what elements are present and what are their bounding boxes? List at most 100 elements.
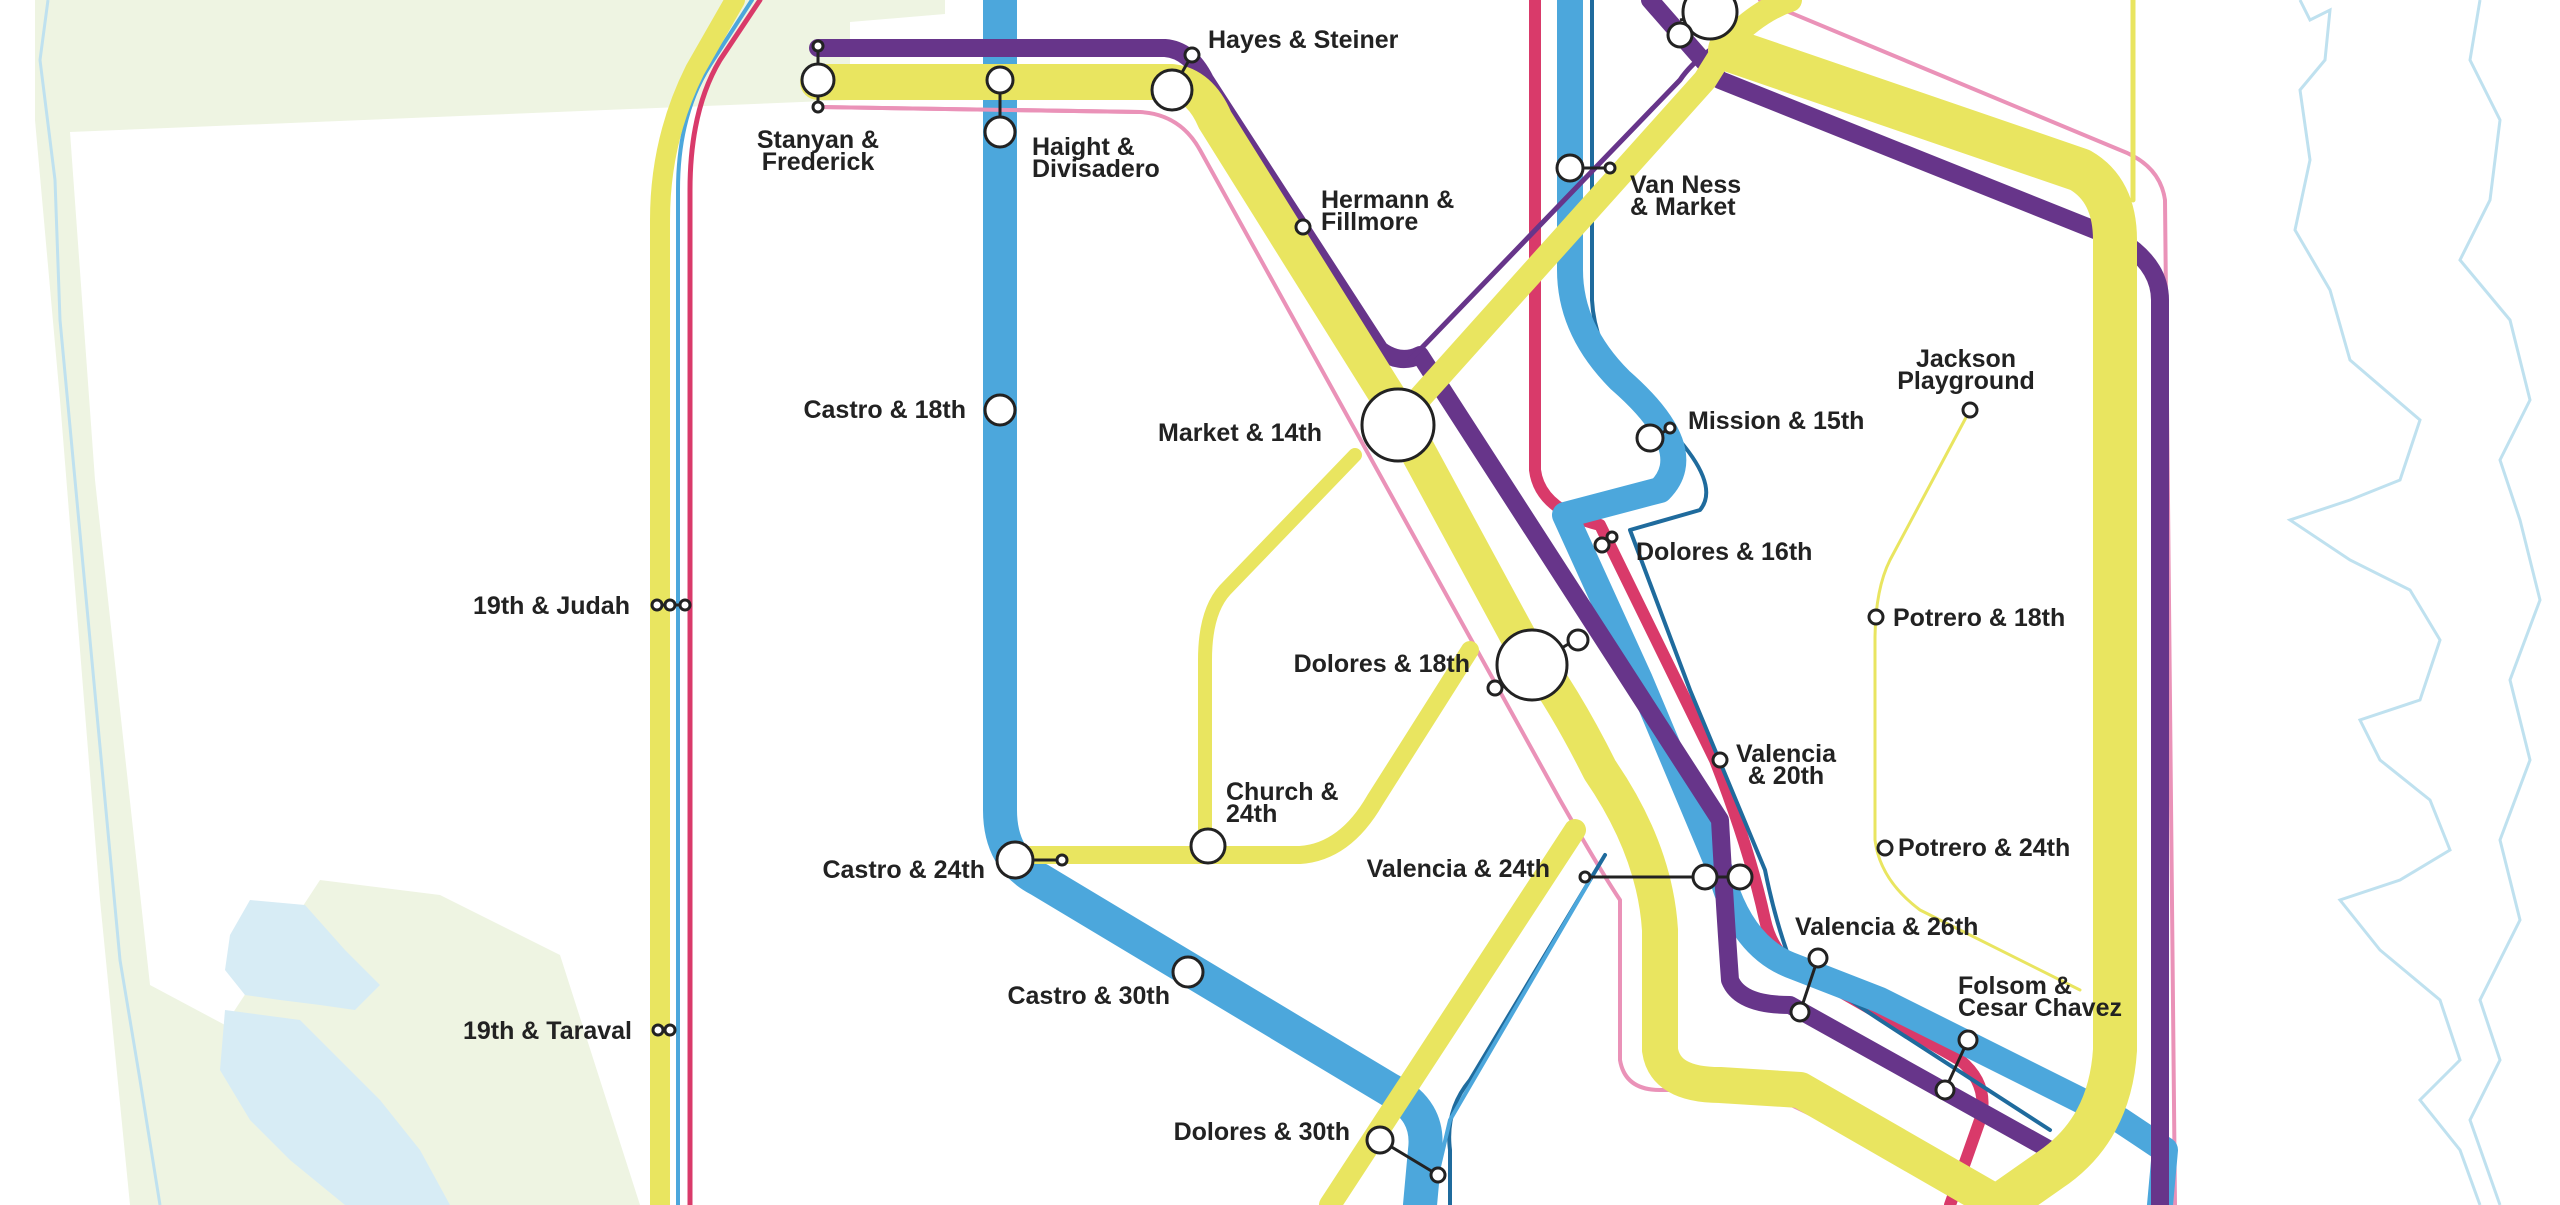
shoreline-east-2 [2458, 0, 2542, 1205]
castro-18th-marker[interactable] [983, 393, 1017, 427]
market-14th-marker[interactable] [1360, 387, 1436, 463]
station-label-castro-30th: Castro & 30th [1007, 982, 1170, 1010]
dolores-18th-marker[interactable] [1495, 628, 1569, 702]
station-label-line: Van Ness [1630, 171, 1741, 199]
station-label-dolores-16th: Dolores & 16th [1636, 538, 1812, 566]
station-label-castro-24th: Castro & 24th [822, 856, 985, 884]
lake [220, 900, 450, 1205]
station-label-line: 19th & Judah [473, 592, 630, 620]
yellow-line-south [1319, 819, 1586, 1205]
station-labels: Hayes & Steiner Stanyan &Frederick Haigh… [463, 26, 2122, 1146]
station-label-line: Valencia [1736, 740, 1837, 768]
transit-lines [650, 0, 2178, 1205]
yellow-line-west [650, 0, 745, 1205]
station-label-haight-divisadero: Haight &Divisadero [1032, 133, 1160, 183]
red-line-west [687, 0, 763, 1205]
station-label-line: Cesar Chavez [1958, 994, 2122, 1022]
yellow-line-potrero [1873, 408, 2082, 992]
station-label-hermann-fillmore: Hermann &Fillmore [1321, 186, 1454, 236]
19th-judah-marker[interactable] [650, 598, 664, 612]
station-label-line: & Market [1630, 193, 1736, 221]
golden-gate-park [35, 0, 945, 1205]
station-label-folsom-cesar-chavez: Folsom &Cesar Chavez [1958, 972, 2122, 1022]
castro-30th-marker[interactable] [1171, 955, 1205, 989]
blue-line-east [1552, 0, 2178, 1205]
station-label-line: Church & [1226, 778, 1339, 806]
station-label-van-ness-market: Van Ness& Market [1630, 171, 1741, 221]
station-label-potrero-18th: Potrero & 18th [1893, 604, 2065, 632]
19th-taraval-marker[interactable] [651, 1023, 665, 1037]
station-label-valencia-24th: Valencia & 24th [1367, 855, 1550, 883]
station-label-line: Frederick [762, 148, 875, 176]
station-label-line: Playground [1897, 367, 2035, 395]
station-label-mission-15th: Mission & 15th [1688, 407, 1864, 435]
station-label-line: Dolores & 16th [1636, 538, 1812, 566]
blue-line [983, 0, 1443, 1205]
stanyan-frederick-marker[interactable] [800, 62, 836, 98]
blue-line-west [676, 0, 754, 1205]
station-label-line: Castro & 18th [803, 396, 966, 424]
haight-divisadero-marker[interactable] [985, 65, 1015, 95]
station-label-line: Hermann & [1321, 186, 1454, 214]
yellow-line-pink-thin [818, 105, 1142, 114]
yellow-line-church [1198, 448, 1362, 857]
station-label-line: Castro & 30th [1007, 982, 1170, 1010]
castro-24th-marker[interactable] [995, 840, 1035, 880]
station-label-line: Potrero & 18th [1893, 604, 2065, 632]
station-label-line: Divisadero [1032, 155, 1160, 183]
potrero-18th-marker[interactable] [1867, 608, 1885, 626]
background-geography [35, 0, 2542, 1205]
station-label-stanyan-frederick: Stanyan &Frederick [757, 126, 879, 176]
valencia-24th-marker[interactable] [1578, 870, 1592, 884]
station-label-valencia-26th: Valencia & 26th [1795, 913, 1978, 941]
station-label-line: Valencia & 24th [1367, 855, 1550, 883]
valencia-20th-marker[interactable] [1711, 751, 1729, 769]
station-label-19th-taraval: 19th & Taraval [463, 1017, 632, 1045]
station-label-line: Stanyan & [757, 126, 879, 154]
van-ness-market-marker[interactable] [1555, 153, 1585, 183]
station-label-church-24th: Church &24th [1226, 778, 1339, 828]
station-label-line: Dolores & 30th [1174, 1118, 1350, 1146]
station-label-hayes-steiner: Hayes & Steiner [1208, 26, 1399, 54]
station-label-valencia-20th: Valencia& 20th [1736, 740, 1837, 790]
station-label-19th-judah: 19th & Judah [473, 592, 630, 620]
dolores-30th-marker[interactable] [1365, 1125, 1395, 1155]
pink-line [818, 105, 2002, 1205]
potrero-24th-marker[interactable] [1876, 839, 1894, 857]
station-label-line: Jackson [1916, 345, 2016, 373]
station-label-line: & 20th [1748, 762, 1824, 790]
station-label-line: Potrero & 24th [1898, 834, 2070, 862]
yellow-line-east [1708, 28, 2137, 1205]
station-label-dolores-18th: Dolores & 18th [1294, 650, 1470, 678]
hayes-steiner-marker[interactable] [1150, 68, 1194, 112]
station-label-line: 19th & Taraval [463, 1017, 632, 1045]
station-label-line: Haight & [1032, 133, 1135, 161]
church-24th-marker[interactable] [1189, 827, 1227, 865]
station-label-line: 24th [1226, 800, 1277, 828]
hermann-fillmore-marker[interactable] [1294, 218, 1312, 236]
station-label-line: Folsom & [1958, 972, 2072, 1000]
yellow-line [800, 64, 2018, 1205]
pink-line-east [1758, 0, 2177, 1205]
shoreline-west [38, 0, 162, 1205]
shoreline-east [2286, 0, 2482, 1205]
station-markers [650, 0, 1979, 1184]
station-label-castro-18th: Castro & 18th [803, 396, 966, 424]
station-label-potrero-24th: Potrero & 24th [1898, 834, 2070, 862]
purple-line [809, 39, 2059, 1159]
station-label-line: Dolores & 18th [1294, 650, 1470, 678]
yellow-line-24th [1011, 641, 1479, 864]
station-label-line: Hayes & Steiner [1208, 26, 1399, 54]
station-label-line: Market & 14th [1158, 419, 1322, 447]
folsom-cesar-chavez-marker[interactable] [1957, 1029, 1979, 1051]
station-label-dolores-30th: Dolores & 30th [1174, 1118, 1350, 1146]
jackson-playground-marker[interactable] [1961, 401, 1979, 419]
dolores-16th-marker[interactable] [1593, 536, 1611, 554]
station-label-line: Castro & 24th [822, 856, 985, 884]
station-label-line: Valencia & 26th [1795, 913, 1978, 941]
station-label-line: Mission & 15th [1688, 407, 1864, 435]
mission-15th-marker[interactable] [1635, 423, 1665, 453]
valencia-26th-marker[interactable] [1807, 947, 1829, 969]
